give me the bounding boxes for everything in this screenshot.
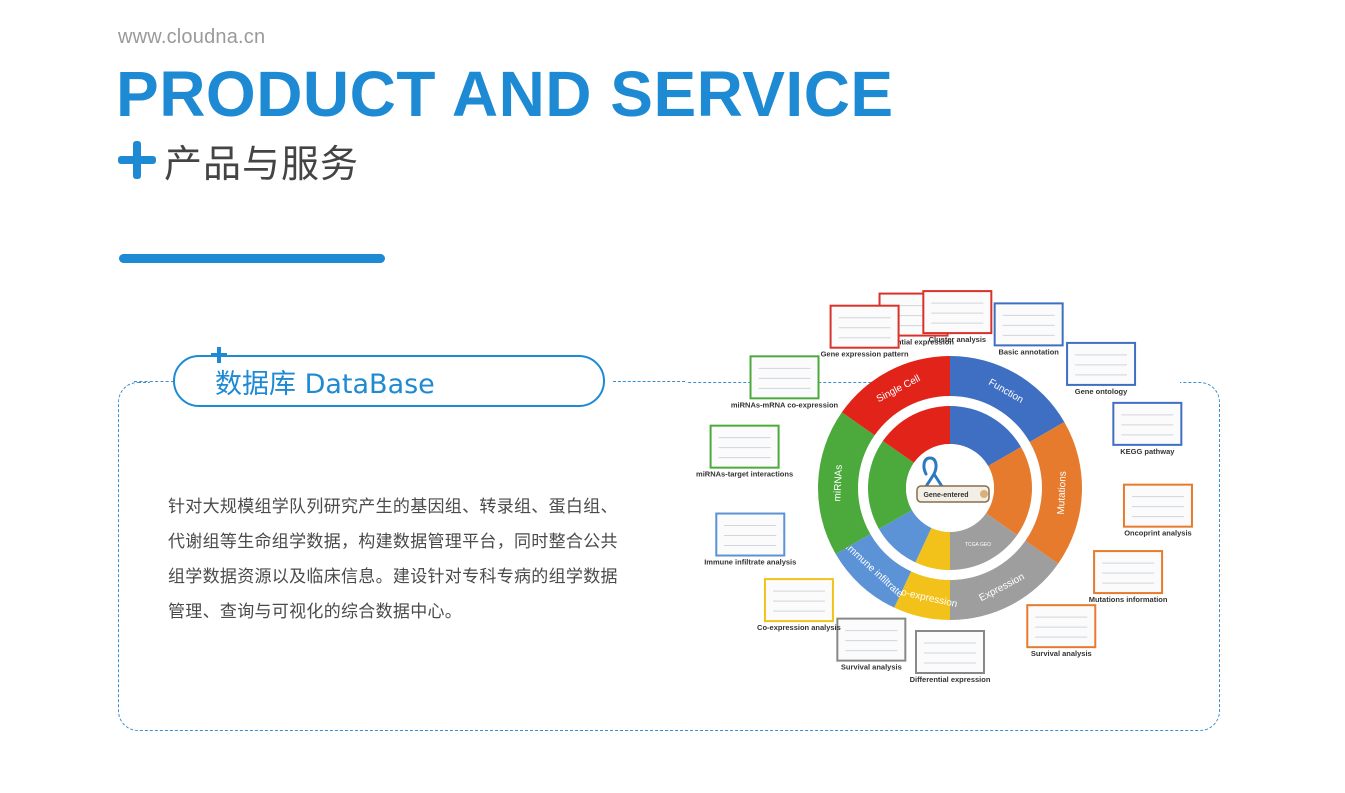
thumbnail-label: Survival analysis — [1031, 649, 1092, 658]
analysis-thumbnail: miRNAs-mRNA co-expression — [731, 355, 839, 409]
tab-plus-icon — [211, 347, 227, 363]
inner-ring — [868, 406, 1032, 570]
analysis-thumbnail: Basic annotation — [993, 302, 1064, 356]
analysis-thumbnail: Cluster analysis — [922, 290, 993, 344]
inner-segment — [950, 513, 1018, 570]
analysis-thumbnail: Gene expression pattern — [821, 304, 909, 359]
thumbnail-label: Survival analysis — [841, 663, 902, 672]
tab-connector-left — [134, 381, 174, 382]
center-label: Gene-entered — [923, 492, 968, 499]
thumbnail-label: Co-expression analysis — [757, 623, 841, 632]
analysis-thumbnail: Co-expression analysis — [757, 578, 841, 632]
inner-segment — [868, 440, 914, 529]
analysis-thumbnail: Immune infiltrate analysis — [704, 512, 796, 567]
page-title: PRODUCT AND SERVICE — [116, 58, 894, 130]
thumbnail-label: miRNAs-mRNA co-expression — [731, 400, 839, 409]
subtitle-row: 产品与服务 — [118, 134, 359, 186]
database-overview-figure: FunctionMutationsExpressionCo-expression… — [696, 290, 1193, 684]
thumbnail-label: Differential expression — [873, 338, 954, 347]
ring-segment-label: Mutations — [1056, 471, 1069, 515]
analysis-thumbnail: Differential expression — [910, 630, 991, 684]
ring-segment — [818, 412, 875, 554]
analysis-thumbnail: Mutations information — [1089, 550, 1168, 604]
thumbnail-label: Cluster analysis — [929, 335, 987, 344]
analysis-thumbnail: Gene ontology — [1066, 341, 1137, 396]
thumbnail-label: Gene ontology — [1075, 387, 1128, 396]
analysis-thumbnail: Oncoprint analysis — [1122, 483, 1193, 538]
thumbnail-label: miRNAs-target interactions — [696, 470, 793, 479]
thumbnail-label: Gene expression pattern — [821, 350, 909, 359]
tab-connector-right — [613, 381, 685, 382]
thumbnail-label: Immune infiltrate analysis — [704, 558, 796, 567]
section-tab-label: 数据库 DataBase — [215, 368, 435, 400]
plus-icon — [118, 141, 156, 179]
inner-segment — [882, 406, 950, 463]
page-subtitle: 产品与服务 — [164, 141, 360, 186]
ring-segment — [950, 356, 1065, 442]
section-tab: 数据库 DataBase — [173, 355, 605, 407]
accent-divider — [119, 254, 385, 263]
search-icon — [980, 490, 988, 498]
analysis-thumbnail: Survival analysis — [836, 617, 907, 672]
inner-segment — [950, 406, 1022, 466]
analysis-thumbnail: miRNAs-target interactions — [696, 424, 793, 479]
ring-segment — [950, 540, 1059, 620]
feature-ring: FunctionMutationsExpressionCo-expression… — [818, 356, 1082, 620]
thumbnail-label: Oncoprint analysis — [1124, 529, 1192, 538]
analysis-thumbnail: Survival analysis — [1026, 604, 1097, 658]
ring-segment — [894, 571, 950, 620]
thumbnail-label: Differential expression — [910, 675, 991, 684]
thumbnail-label: Mutations information — [1089, 595, 1168, 604]
ring-segment — [1025, 422, 1082, 564]
inner-label-tcga: TCGA GEO — [965, 542, 991, 548]
ring-segment-label: miRNAs — [832, 465, 845, 502]
thumbnail-label: KEGG pathway — [1120, 447, 1175, 456]
ring-segment — [841, 356, 950, 436]
analysis-thumbnail: KEGG pathway — [1112, 401, 1183, 456]
inner-segment — [915, 527, 950, 570]
ring-segment — [835, 534, 912, 608]
thumbnail-label: Basic annotation — [998, 347, 1059, 356]
section-description: 针对大规模组学队列研究产生的基因组、转录组、蛋白组、代谢组等生命组学数据，构建数… — [168, 497, 618, 622]
inner-segment — [878, 510, 932, 563]
site-url: www.cloudna.cn — [118, 26, 266, 48]
inner-segment — [986, 447, 1032, 536]
gene-entered-box — [916, 485, 990, 503]
